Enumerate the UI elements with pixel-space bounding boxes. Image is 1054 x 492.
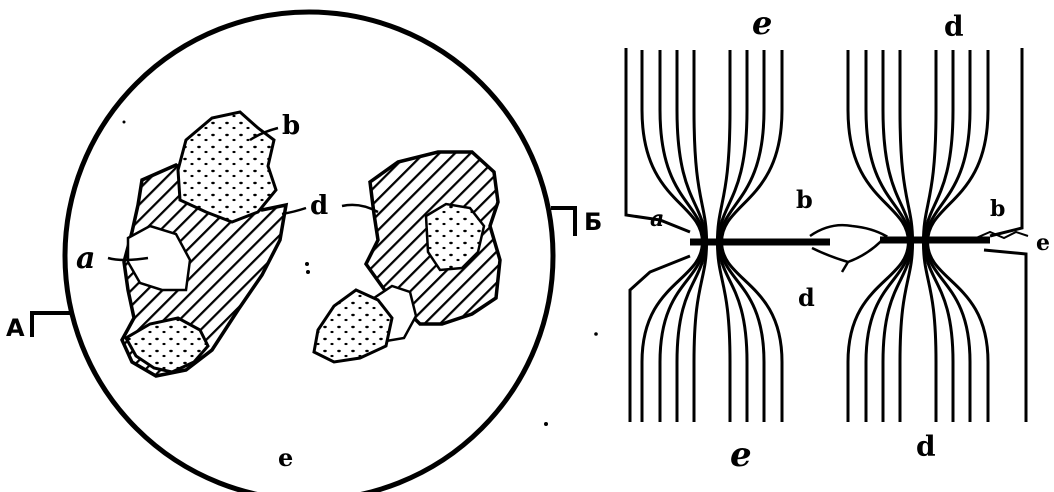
field-line-2-7 — [926, 50, 970, 422]
label-a: a — [76, 241, 95, 276]
left-cross-section: a b d e A Б — [6, 12, 602, 492]
speck — [305, 262, 309, 266]
section-label-left: A — [6, 314, 25, 342]
speck — [594, 332, 598, 336]
field-line-group — [642, 50, 988, 422]
field-line-1-2 — [660, 50, 704, 422]
right-field-lines: e d e d a b b d e — [626, 4, 1050, 475]
label-bottom-left: e — [730, 435, 752, 475]
label-top-right: d — [944, 10, 964, 43]
label-e: e — [278, 443, 293, 472]
section-label-right: Б — [584, 208, 602, 236]
label-d-center: d — [798, 283, 815, 312]
grain-right-lower — [314, 290, 392, 362]
speck — [123, 121, 126, 124]
speck — [306, 270, 310, 274]
label-e-right: e — [1036, 230, 1050, 256]
label-d: d — [310, 191, 328, 221]
label-bottom-right: d — [916, 430, 936, 463]
grain-b — [178, 112, 276, 222]
label-b-right: b — [990, 196, 1005, 222]
crack-center — [810, 225, 886, 272]
label-a-right: a — [650, 206, 664, 232]
label-b-left: b — [796, 185, 813, 214]
section-marker-left — [32, 313, 70, 337]
field-line-2-2 — [866, 50, 910, 422]
field-line-1-7 — [720, 50, 764, 422]
boundary-right-lower — [984, 250, 1026, 422]
section-marker-right — [551, 208, 575, 236]
label-top-left: e — [752, 4, 772, 42]
speck — [544, 422, 548, 426]
label-b: b — [282, 111, 300, 141]
